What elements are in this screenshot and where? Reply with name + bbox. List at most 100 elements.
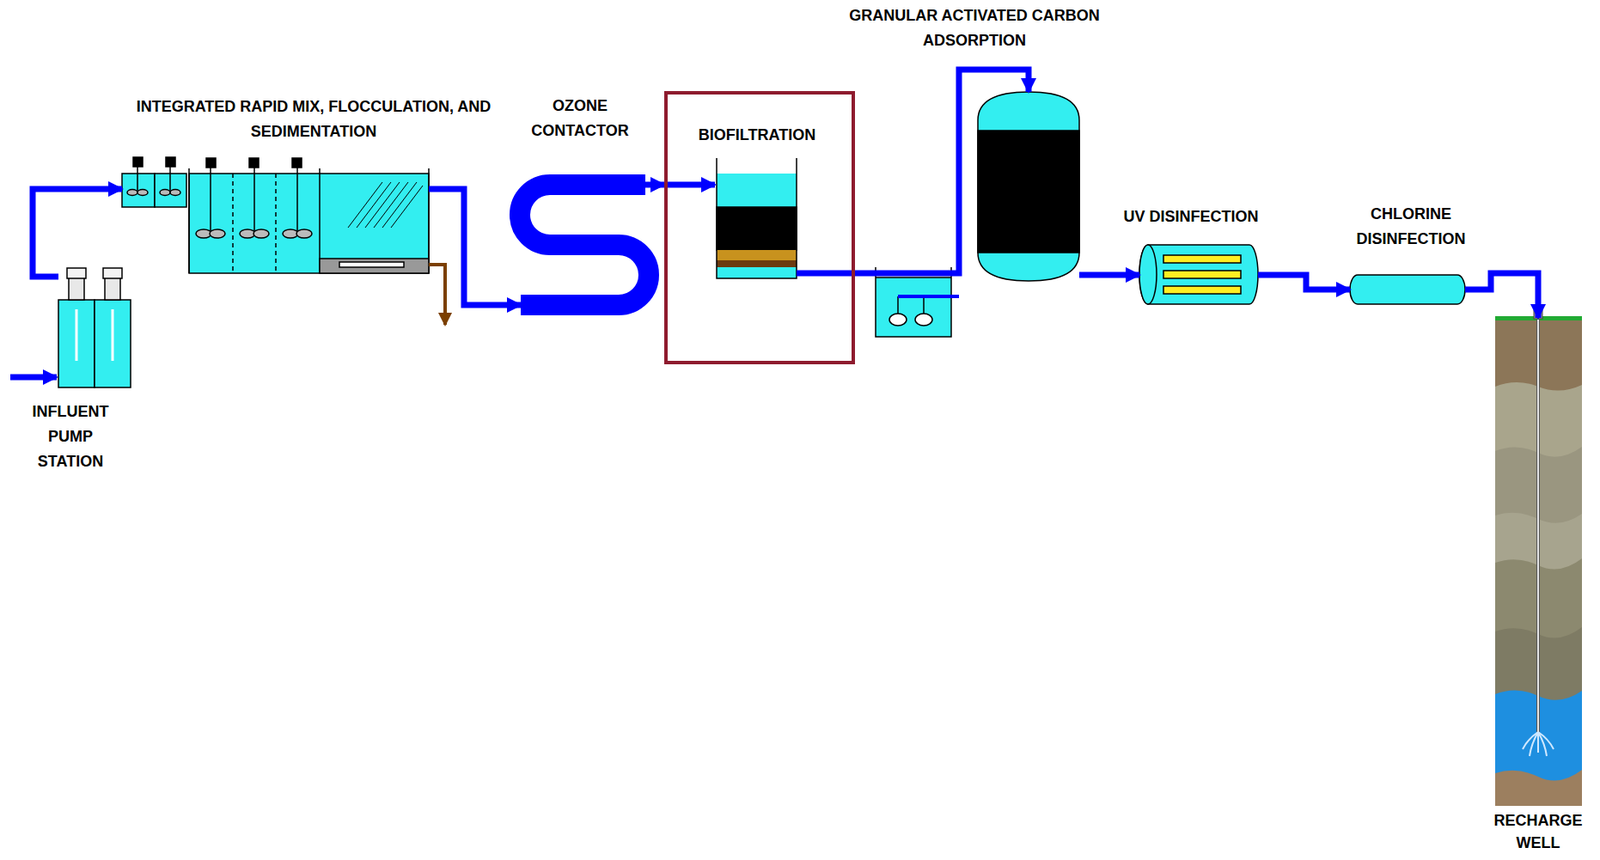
flocculation-sedimentation-tank-part xyxy=(339,262,404,268)
recharge-well-strata-part xyxy=(1495,769,1582,807)
flocculation-sedimentation-tank-part xyxy=(292,158,302,168)
biofilter xyxy=(716,158,797,279)
ozone-contactor-part xyxy=(519,184,649,306)
unit-label: GRANULAR ACTIVATED CARBON ADSORPTION xyxy=(828,3,1121,54)
recharge-well-strata-part xyxy=(1536,319,1540,733)
transfer-basin-part xyxy=(875,267,952,337)
flocculation-sedimentation-tank-part xyxy=(209,229,226,239)
gac-vessel xyxy=(977,91,1080,281)
recharge-well-strata xyxy=(1495,310,1582,807)
recharge-well-strata-part xyxy=(1522,732,1554,757)
process-unit: INFLUENT PUMP STATION xyxy=(58,268,131,388)
transfer-basin-part xyxy=(875,276,952,279)
pump-symbol-part xyxy=(104,276,121,300)
flocculation-sedimentation-tank-part-part xyxy=(373,182,409,228)
uv-reactor-part xyxy=(1163,255,1241,263)
transfer-basin-part xyxy=(897,294,959,299)
flocculation-sedimentation-tank-part xyxy=(209,167,212,233)
recharge-well-strata-part-part xyxy=(1538,732,1547,757)
pipe-connector xyxy=(1258,274,1350,290)
biofilter-part xyxy=(716,173,797,208)
flocculation-sedimentation-tank-part xyxy=(348,182,423,228)
transfer-basin xyxy=(875,267,959,337)
unit-label: BIOFILTRATION xyxy=(671,122,843,148)
process-unit: RECHARGE WELL xyxy=(1495,317,1582,807)
process-unit: BIOFILTRATION xyxy=(664,91,855,365)
flocculation-sedimentation-tank-part xyxy=(274,173,277,274)
flocculation-sedimentation-tank xyxy=(189,158,429,274)
flocculation-sedimentation-tank-part xyxy=(253,167,256,233)
pump-symbol-part xyxy=(103,268,123,279)
pipe-connector xyxy=(854,69,1029,274)
unit-label: RECHARGE WELL xyxy=(1477,809,1599,855)
biofilter-inlet xyxy=(665,184,855,274)
sludge-line xyxy=(428,264,446,325)
transfer-basin-part xyxy=(875,277,952,337)
gac-vessel-part xyxy=(977,91,1080,281)
biofilter-inlet-part xyxy=(796,270,855,277)
flocculation-sedimentation-tank-part xyxy=(189,173,429,274)
rapid-mix-tank-part xyxy=(127,189,138,196)
flocculation-sedimentation-tank-part xyxy=(253,229,269,239)
unit-label: INTEGRATED RAPID MIX, FLOCCULATION, AND … xyxy=(124,94,503,145)
biofilter-part xyxy=(716,250,797,261)
recharge-well-strata-part xyxy=(1537,319,1539,733)
unit-label: INFLUENT PUMP STATION xyxy=(14,399,127,475)
pump-symbol-part xyxy=(94,299,131,388)
flocculation-sedimentation-tank-part-part xyxy=(365,182,400,228)
rapid-mix-tank-part xyxy=(133,157,143,167)
flocculation-sedimentation-tank-part-part xyxy=(348,182,383,228)
flocculation-sedimentation-tank-part-part xyxy=(382,182,417,228)
process-unit: OZONE CONTACTOR xyxy=(520,175,646,314)
rapid-mix-tank-part xyxy=(136,166,139,191)
flocculation-sedimentation-tank-part xyxy=(206,158,216,168)
uv-reactor xyxy=(1139,244,1259,305)
pipe-connector xyxy=(32,189,123,277)
influent-pipe-part xyxy=(10,374,57,381)
uv-reactor-part xyxy=(1163,270,1241,279)
pipe-connector xyxy=(1465,273,1539,318)
ozone-contactor xyxy=(519,184,649,306)
process-unit: CHLORINE DISINFECTION xyxy=(1349,274,1466,305)
rapid-mix-tank-part xyxy=(159,189,171,196)
pipe-connector xyxy=(645,182,665,189)
rapid-mix-tank-part xyxy=(137,189,148,196)
flocculation-sedimentation-tank-part xyxy=(296,229,312,239)
gac-vessel-part xyxy=(977,130,1080,253)
biofilter-part xyxy=(716,267,797,279)
pump-symbol-part xyxy=(75,309,79,361)
pump-symbol-part xyxy=(111,309,115,361)
rapid-mix-tank-part xyxy=(122,173,155,208)
uv-reactor-part xyxy=(1163,286,1241,294)
flocculation-sedimentation-tank-part xyxy=(427,168,430,274)
biofilter-part xyxy=(716,260,797,268)
transfer-basin-part xyxy=(889,313,907,326)
pipe-connector xyxy=(1079,272,1140,279)
flocculation-sedimentation-tank-part-part xyxy=(390,185,423,228)
rapid-mix-tank-part xyxy=(169,166,171,191)
process-unit: UV DISINFECTION xyxy=(1139,244,1259,305)
flocculation-sedimentation-tank-part xyxy=(318,168,321,274)
unit-label: OZONE CONTACTOR xyxy=(515,93,645,144)
recharge-well-strata-part-part xyxy=(1529,732,1539,757)
biofilter-part xyxy=(716,158,797,279)
flocculation-sedimentation-tank-part xyxy=(188,168,190,274)
process-unit: GRANULAR ACTIVATED CARBON ADSORPTION xyxy=(977,91,1080,281)
sludge-line-part xyxy=(428,264,446,325)
process-unit: INTEGRATED RAPID MIX, FLOCCULATION, AND … xyxy=(122,158,429,274)
recharge-well-strata-part xyxy=(1495,317,1582,807)
pump-symbol-part xyxy=(67,268,86,279)
biofilter-part xyxy=(716,207,797,251)
chlorine-contactor-part xyxy=(1349,274,1466,305)
unit-label: UV DISINFECTION xyxy=(1079,204,1303,230)
unit-label: CHLORINE DISINFECTION xyxy=(1325,201,1497,252)
pump-symbol xyxy=(58,268,131,388)
rapid-mix-tank-part xyxy=(170,189,181,196)
flocculation-sedimentation-tank-part xyxy=(319,258,429,274)
transfer-basin-part xyxy=(915,313,933,326)
flocculation-sedimentation-tank-part-part xyxy=(356,182,391,228)
uv-reactor-part xyxy=(1139,244,1259,305)
biofilter-inlet-part xyxy=(665,182,715,189)
flocculation-sedimentation-tank-part xyxy=(249,158,259,168)
